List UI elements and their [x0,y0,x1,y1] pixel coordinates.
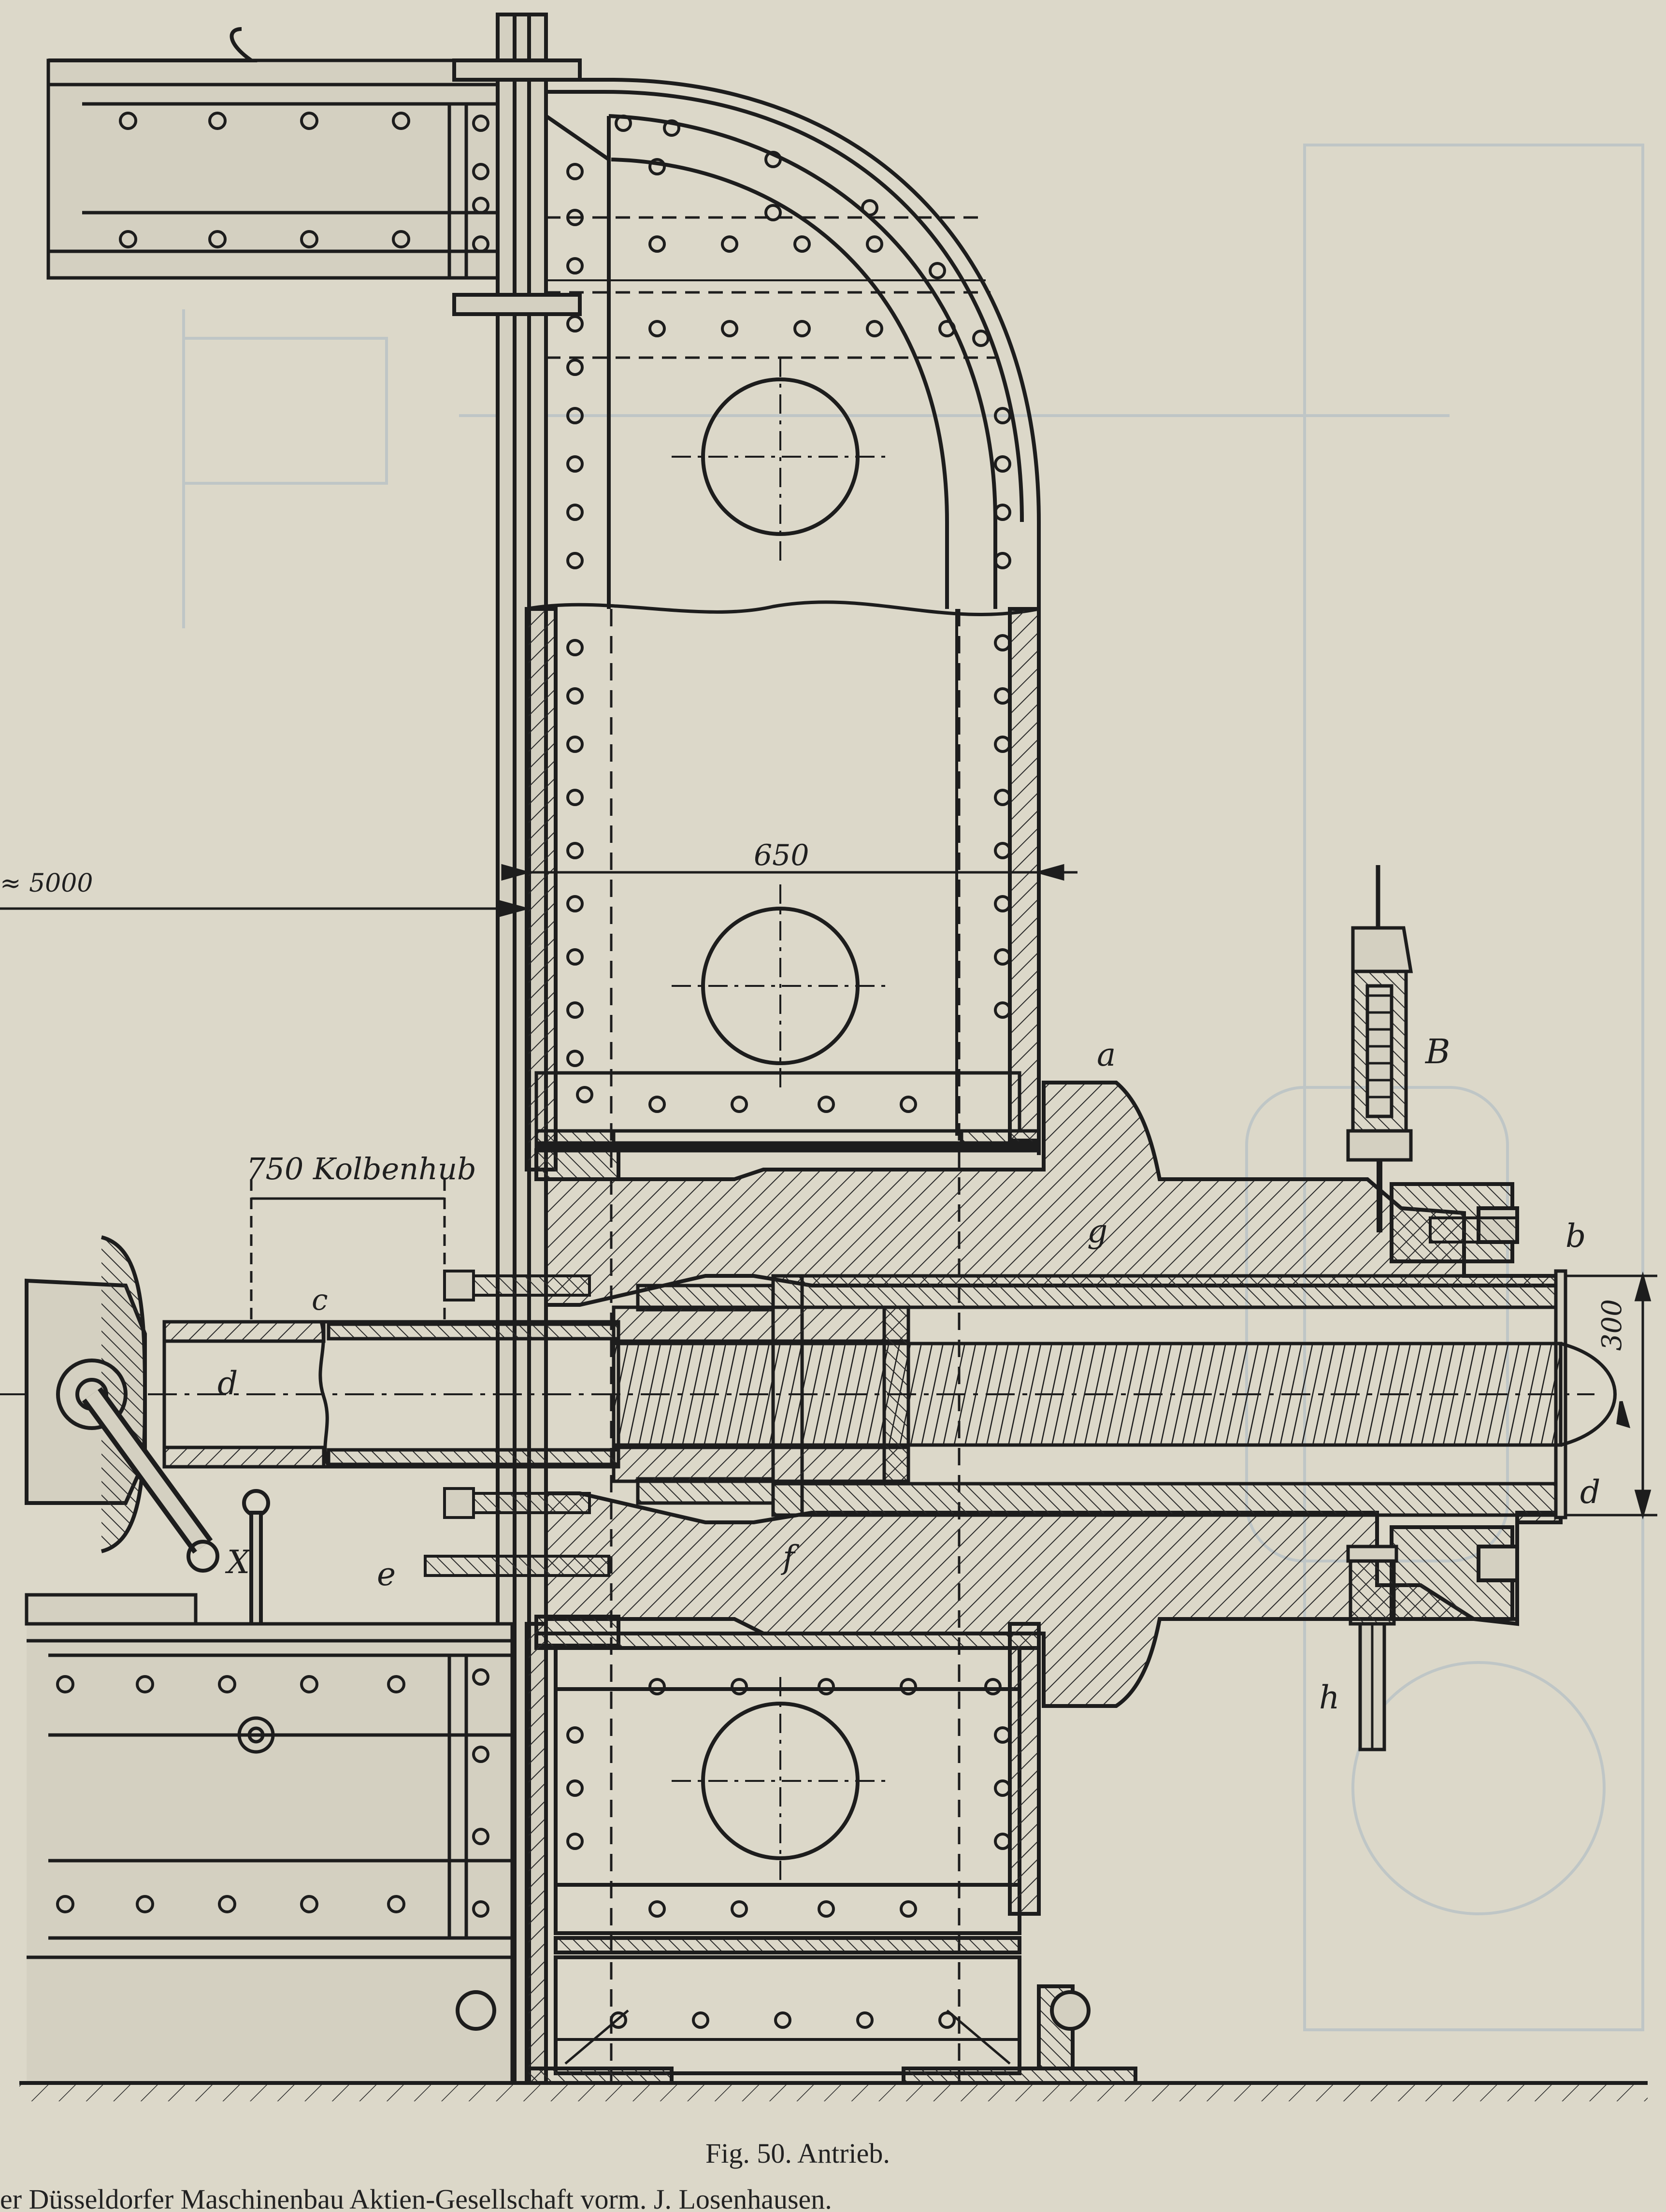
dimension-750-stroke: 750 Kolbenhub [246,1151,476,1186]
manhole-openings [672,358,889,1885]
label-c: c [312,1283,328,1317]
dimension-lines [0,864,1657,1520]
lower-beam-rivets [56,1668,489,1918]
piston-rod [0,1320,1594,1469]
cylinder-casting [534,1081,1563,1708]
column-rivets [566,115,1011,1113]
safety-valve [1346,865,1413,1232]
lower-tank-rivets [566,1678,1011,2029]
label-d-left: d [217,1365,238,1402]
label-e: e [377,1556,396,1593]
label-X: X [225,1544,251,1581]
label-h: h [1319,1679,1340,1716]
figure-credit: er Düsseldorfer Maschinenbau Aktien-Gese… [0,2183,832,2212]
dimension-5000: ≈ 5000 [0,869,93,898]
label-a: a [1097,1036,1116,1073]
figure-caption: Fig. 50. Antrieb. [705,2138,890,2169]
bushing-sleeve [636,1269,1567,1519]
upper-base-plates [534,1071,1041,1153]
label-b: b [1565,1217,1586,1255]
dimension-300: 300 [1596,1299,1628,1351]
ground [19,2081,1648,2101]
lower-beam [25,1593,514,2085]
gland-bolts [424,1216,1519,1577]
dimension-650: 650 [754,839,809,872]
label-d-right: d [1580,1474,1600,1511]
handwheel [25,1235,270,1631]
upper-beam-rivets [119,112,489,253]
upper-beam [46,27,514,280]
drain-pipe [1346,1545,1398,1751]
label-g: g [1087,1213,1107,1250]
label-B: B [1424,1032,1450,1071]
lower-tank [456,1622,1137,2085]
